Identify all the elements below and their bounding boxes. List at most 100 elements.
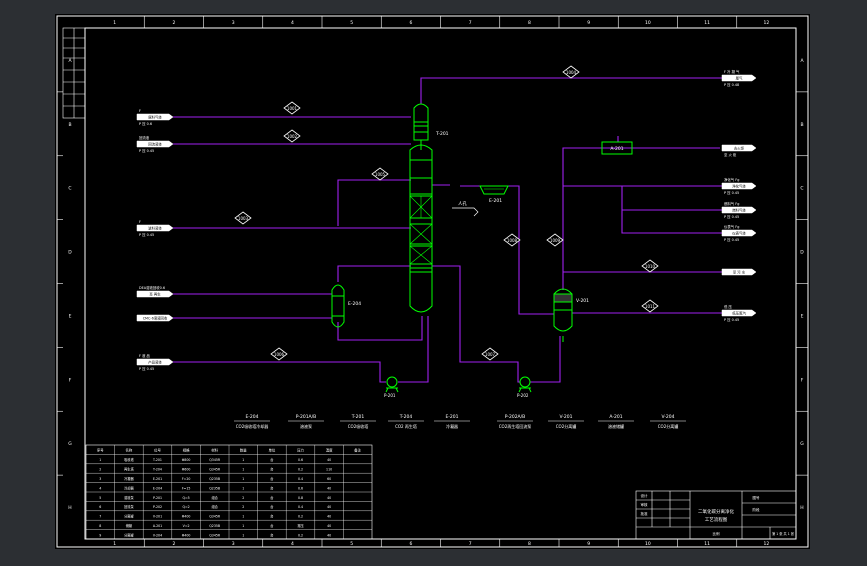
svg-text:1006: 1006 (274, 352, 285, 357)
stream-top: 低 压 (724, 304, 732, 309)
equipment-name: CO2再生塔回流泵 (499, 423, 532, 429)
condenser-tag: E-201 (489, 198, 502, 204)
drum-v201[interactable] (553, 288, 573, 342)
equipment-list-item: A-201 溶液储罐 (598, 414, 634, 429)
equipment-list: E-204CO2吸收塔冷却器P-201A/B溶液泵T-201CO2吸收塔T-20… (234, 414, 686, 429)
exchanger-e204[interactable] (331, 284, 345, 328)
zone-col-label: 6 (409, 541, 412, 547)
title-scale: 比例 (713, 531, 721, 536)
svg-text:1007: 1007 (485, 352, 496, 357)
stream-name: 低压蒸汽 (732, 310, 746, 315)
table-header-cell: 压力 (297, 448, 304, 453)
table-cell: 6 (99, 505, 101, 509)
table-cell: 5 (99, 496, 101, 500)
table-cell: 1 (242, 524, 244, 528)
column-t201[interactable] (409, 103, 433, 313)
table-header-cell: 位号 (154, 448, 161, 453)
stream-name: 仪表气体 (732, 230, 746, 235)
stream-sub: P 压 0.45 (724, 191, 739, 195)
table-cell: 7 (99, 515, 101, 519)
equipment-name: CO2 再生塔 (395, 423, 417, 429)
svg-text:1003: 1003 (238, 216, 249, 221)
title-dwgno: 图号 (753, 495, 761, 500)
table-cell: T-201 (152, 458, 162, 462)
table-cell: 0.2 (298, 468, 303, 472)
svg-text:1010: 1010 (645, 264, 656, 269)
zone-row-label: E (69, 313, 72, 319)
table-cell: 0.6 (298, 486, 303, 490)
condenser-e201[interactable] (479, 185, 509, 195)
table-cell: Φ800 (182, 458, 191, 462)
pump-p202[interactable] (518, 376, 532, 393)
table-cell: 0.6 (298, 458, 303, 462)
zone-row-label: B (68, 122, 71, 128)
svg-text:1008: 1008 (507, 238, 518, 243)
zone-col-label: 7 (469, 20, 472, 26)
outer-frame (56, 15, 809, 548)
table-cell: 组合 (212, 504, 219, 509)
line-tag: 1008 (503, 233, 521, 247)
table-cell: F=20 (182, 477, 191, 481)
equipment-tag: A-201 (609, 414, 622, 420)
stream-top: DEA溶液回收0.6 (139, 285, 165, 290)
stream-sub: P 压 0.48 (724, 83, 739, 87)
stream-name: CMC-6溶液回收 (143, 315, 168, 320)
zone-col-label: 9 (587, 541, 590, 547)
stream-top: 净化气 Fg (724, 177, 739, 182)
table-cell: 1 (242, 468, 244, 472)
table-cell: 40 (327, 533, 331, 537)
table-cell: 0.8 (298, 496, 303, 500)
table-cell: 4 (99, 486, 101, 490)
zone-row-label: A (800, 58, 804, 64)
stream-flag[interactable]: CMC-6溶液回收 (136, 314, 174, 322)
table-cell: 1 (242, 458, 244, 462)
table-cell: 2 (242, 496, 244, 500)
table-cell: Q=2 (182, 505, 189, 509)
zone-col-label: 3 (232, 20, 235, 26)
table-cell: Q235B (209, 486, 220, 490)
table-cell: P-201 (153, 496, 162, 500)
zone-row-label: H (68, 505, 71, 511)
zone-row-label: G (800, 441, 804, 447)
svg-text:A-201: A-201 (610, 146, 623, 152)
line-tag: 1010 (641, 259, 659, 273)
zone-row-label: B (800, 122, 803, 128)
pump-p201[interactable] (385, 376, 399, 393)
stream-flag[interactable]: 尾气F 冷 凝 气P 压 0.48 (721, 69, 757, 87)
title-block (635, 490, 797, 540)
zone-col-label: 2 (172, 20, 175, 26)
table-cell: 台 (270, 485, 273, 490)
table-cell: 9 (99, 533, 101, 537)
equipment-name: 溶液泵 (300, 423, 312, 429)
svg-text:1004: 1004 (566, 70, 577, 75)
table-cell: Φ400 (182, 515, 191, 519)
zone-row-label: C (800, 186, 803, 192)
stream-flag[interactable]: 至 污 水 (721, 268, 757, 276)
gauge-a201[interactable]: A-201 (601, 141, 633, 155)
zone-ticks (57, 16, 808, 547)
zone-row-label: D (68, 250, 72, 256)
title-design: 设计 (641, 493, 649, 498)
exchanger-tag: E-204 (348, 301, 361, 307)
table-cell: P-202 (153, 505, 162, 509)
zone-col-label: 11 (704, 20, 710, 26)
inlet-nozzle (452, 207, 479, 217)
stream-name: 原料气体 (148, 114, 162, 119)
equipment-name: 溶液储罐 (608, 423, 624, 429)
stream-name: 产品液体 (148, 359, 162, 364)
